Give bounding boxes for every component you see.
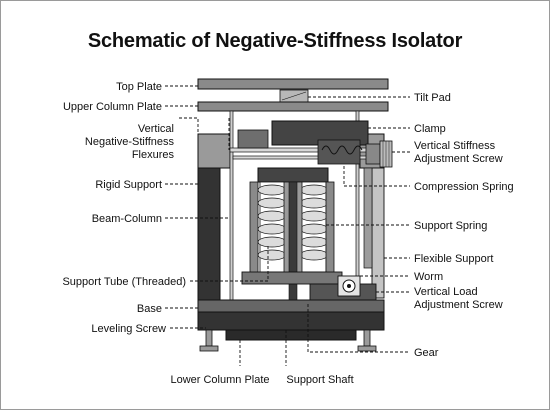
leader-lines [165, 85, 410, 366]
label-vl-adjust-line2: Adjustment Screw [414, 299, 503, 311]
flexible-support-shape [371, 167, 385, 299]
flexure-block-left [197, 133, 231, 169]
label-gear: Gear [414, 347, 439, 359]
label-upper-column-plate: Upper Column Plate [63, 101, 162, 113]
labels: Top Plate Upper Column Plate Vertical Ne… [62, 81, 513, 386]
label-worm: Worm [414, 271, 443, 283]
label-vl-adjust-line1: Vertical Load [414, 286, 478, 298]
label-compression-spring: Compression Spring [414, 181, 514, 193]
base-shape [197, 299, 385, 313]
label-lower-column-plate: Lower Column Plate [170, 374, 269, 386]
label-clamp: Clamp [414, 123, 446, 135]
leveling-screw-shape [199, 329, 377, 352]
diagram-title: Schematic of Negative-Stiffness Isolator [87, 30, 463, 52]
label-base: Base [137, 303, 162, 315]
mechanism-drawing [197, 78, 393, 352]
label-vertical-flexures-line3: Flexures [132, 149, 175, 161]
label-support-shaft: Support Shaft [286, 374, 353, 386]
rigid-support-shape [197, 167, 221, 301]
vertical-stiffness-adjustment-screw-shape [365, 140, 393, 168]
label-flexible-support: Flexible Support [414, 253, 494, 265]
label-support-tube: Support Tube (Threaded) [62, 276, 186, 288]
lower-column-plate-shape [225, 329, 357, 341]
label-tilt-pad: Tilt Pad [414, 92, 451, 104]
label-leveling-screw: Leveling Screw [91, 323, 166, 335]
beam-column-left [229, 110, 234, 304]
label-vs-adjust-line1: Vertical Stiffness [414, 140, 496, 152]
compression-spring-shape [321, 145, 363, 155]
label-beam-column: Beam-Column [92, 213, 162, 225]
label-vertical-flexures-line2: Negative-Stiffness [85, 136, 175, 148]
label-rigid-support: Rigid Support [95, 179, 162, 191]
label-top-plate: Top Plate [116, 81, 162, 93]
top-plate-shape [197, 78, 389, 90]
label-support-spring: Support Spring [414, 220, 487, 232]
label-vs-adjust-line2: Adjustment Screw [414, 153, 503, 165]
worm-shape [337, 275, 361, 297]
upper-column-plate-shape [197, 101, 389, 112]
label-vertical-flexures-line1: Vertical [138, 123, 174, 135]
